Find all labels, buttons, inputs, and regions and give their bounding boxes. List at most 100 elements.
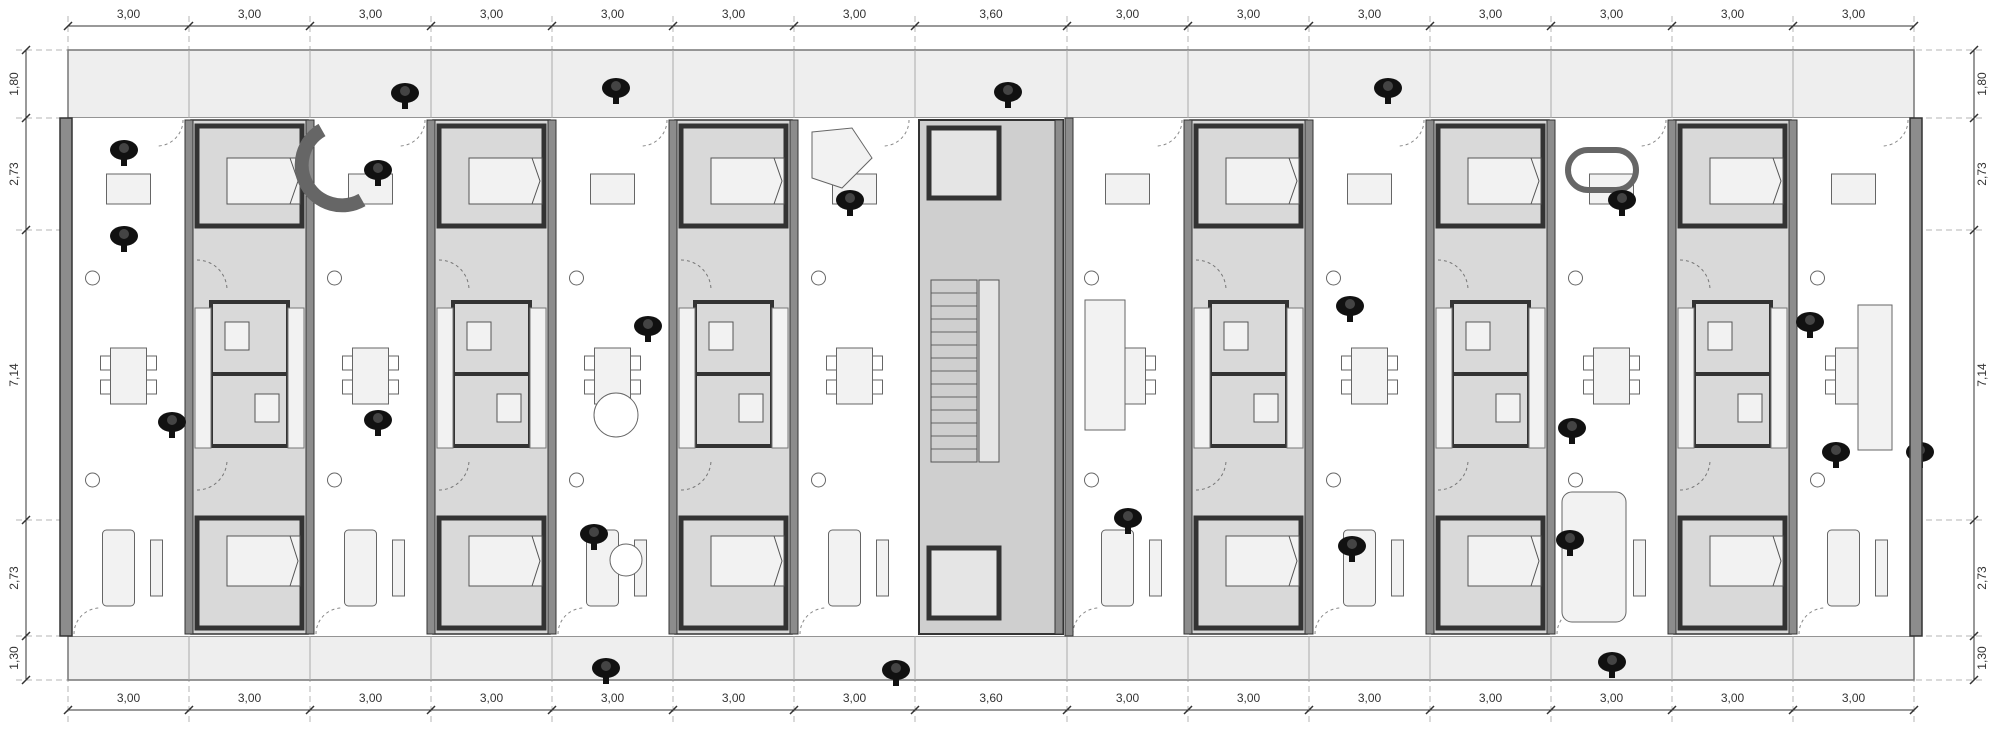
person-head xyxy=(845,193,855,203)
desk-icon xyxy=(590,173,635,205)
wardrobe-left xyxy=(194,307,212,449)
core-wall xyxy=(1064,117,1074,637)
person-icon xyxy=(1598,652,1626,678)
door-swing xyxy=(1679,259,1711,291)
person-icon xyxy=(1114,508,1142,534)
wardrobe-right xyxy=(1770,307,1788,449)
door-swing xyxy=(557,607,585,635)
door-swing xyxy=(640,119,668,147)
core-wall xyxy=(1054,119,1064,635)
bed-icon xyxy=(1467,535,1542,587)
dim-tick xyxy=(426,21,436,31)
dim-label-bottom: 3,00 xyxy=(1237,691,1261,705)
person-icon xyxy=(110,140,138,166)
kitchen-island-icon xyxy=(1084,299,1126,431)
toilet-icon xyxy=(1737,393,1763,423)
sofa-icon xyxy=(1827,529,1860,607)
bed-pillow-line xyxy=(289,535,299,587)
curved-sofa-icon xyxy=(1565,147,1639,193)
unit-wall-right xyxy=(305,119,315,635)
stool-icon xyxy=(569,270,584,286)
chair-icon xyxy=(630,355,641,371)
dim-tick xyxy=(305,705,315,715)
dim-label-bottom: 3,00 xyxy=(480,691,504,705)
person-icon xyxy=(110,226,138,252)
person-icon xyxy=(1796,312,1824,338)
person-icon xyxy=(836,190,864,216)
sink-icon xyxy=(708,321,734,351)
dim-label-top: 3,00 xyxy=(1600,7,1624,21)
door-swing xyxy=(680,259,712,291)
dim-label-bottom: 3,00 xyxy=(1358,691,1382,705)
dim-label-bottom: 3,00 xyxy=(359,691,383,705)
toilet-icon xyxy=(496,393,522,423)
chair-icon xyxy=(342,379,353,395)
chair-icon xyxy=(100,355,111,371)
stool-icon xyxy=(1084,270,1099,286)
dim-label-right: 7,14 xyxy=(1975,363,1989,387)
bed-icon xyxy=(1467,157,1542,205)
wardrobe-right xyxy=(529,307,547,449)
dim-label-bottom: 3,00 xyxy=(1116,691,1140,705)
dim-label-top: 3,00 xyxy=(1116,7,1140,21)
side-table-icon xyxy=(1149,539,1162,597)
bed-pillow-line xyxy=(531,157,541,205)
bed-pillow-line xyxy=(1288,535,1298,587)
wardrobe-left xyxy=(1193,307,1211,449)
dim-tick xyxy=(789,705,799,715)
dim-label-right: 1,80 xyxy=(1975,72,1989,96)
dim-label-left: 2,73 xyxy=(7,566,21,590)
desk-icon xyxy=(106,173,151,205)
dim-tick xyxy=(1304,705,1314,715)
stool-icon xyxy=(811,270,826,286)
sofa-icon xyxy=(1101,529,1134,607)
person-leg xyxy=(402,99,408,109)
bed-icon xyxy=(1709,157,1784,205)
chair-icon xyxy=(1583,355,1594,371)
bed-pillow-line xyxy=(1772,535,1782,587)
stool-icon xyxy=(327,270,342,286)
toilet-icon xyxy=(1495,393,1521,423)
person-leg xyxy=(1569,434,1575,444)
chair-icon xyxy=(1825,379,1836,395)
person-head xyxy=(167,415,177,425)
dim-tick xyxy=(1969,515,1979,525)
person-head xyxy=(1607,655,1617,665)
side-table-icon xyxy=(1391,539,1404,597)
dim-label-bottom: 3,00 xyxy=(601,691,625,705)
bed-pillow-line xyxy=(1530,535,1540,587)
person-head xyxy=(400,86,410,96)
person-leg xyxy=(375,176,381,186)
dim-label-top: 3,00 xyxy=(480,7,504,21)
person-icon xyxy=(364,160,392,186)
person-leg xyxy=(121,242,127,252)
unit-wall-right xyxy=(1304,119,1314,635)
side-table-icon xyxy=(1633,539,1646,597)
wardrobe-right xyxy=(771,307,789,449)
person-icon xyxy=(580,524,608,550)
person-icon xyxy=(634,316,662,342)
desk-icon xyxy=(1105,173,1150,205)
door-swing xyxy=(196,259,228,291)
person-leg xyxy=(1349,552,1355,562)
person-icon xyxy=(1556,530,1584,556)
door-swing xyxy=(1679,459,1711,491)
door-swing xyxy=(799,607,827,635)
table-icon xyxy=(836,347,873,405)
dim-label-top: 3,00 xyxy=(117,7,141,21)
chair-icon xyxy=(584,379,595,395)
person-icon xyxy=(882,660,910,686)
stair-run xyxy=(930,279,978,463)
stool-icon xyxy=(1326,472,1341,488)
unit-wall-left xyxy=(426,119,436,635)
wardrobe-left xyxy=(1677,307,1695,449)
dim-label-bottom: 3,00 xyxy=(238,691,262,705)
door-swing xyxy=(882,119,910,147)
stool-icon xyxy=(569,472,584,488)
door-swing xyxy=(1639,119,1667,147)
dim-tick xyxy=(1425,21,1435,31)
unit-wall-left xyxy=(1425,119,1435,635)
person-leg xyxy=(613,94,619,104)
people xyxy=(110,78,1934,686)
